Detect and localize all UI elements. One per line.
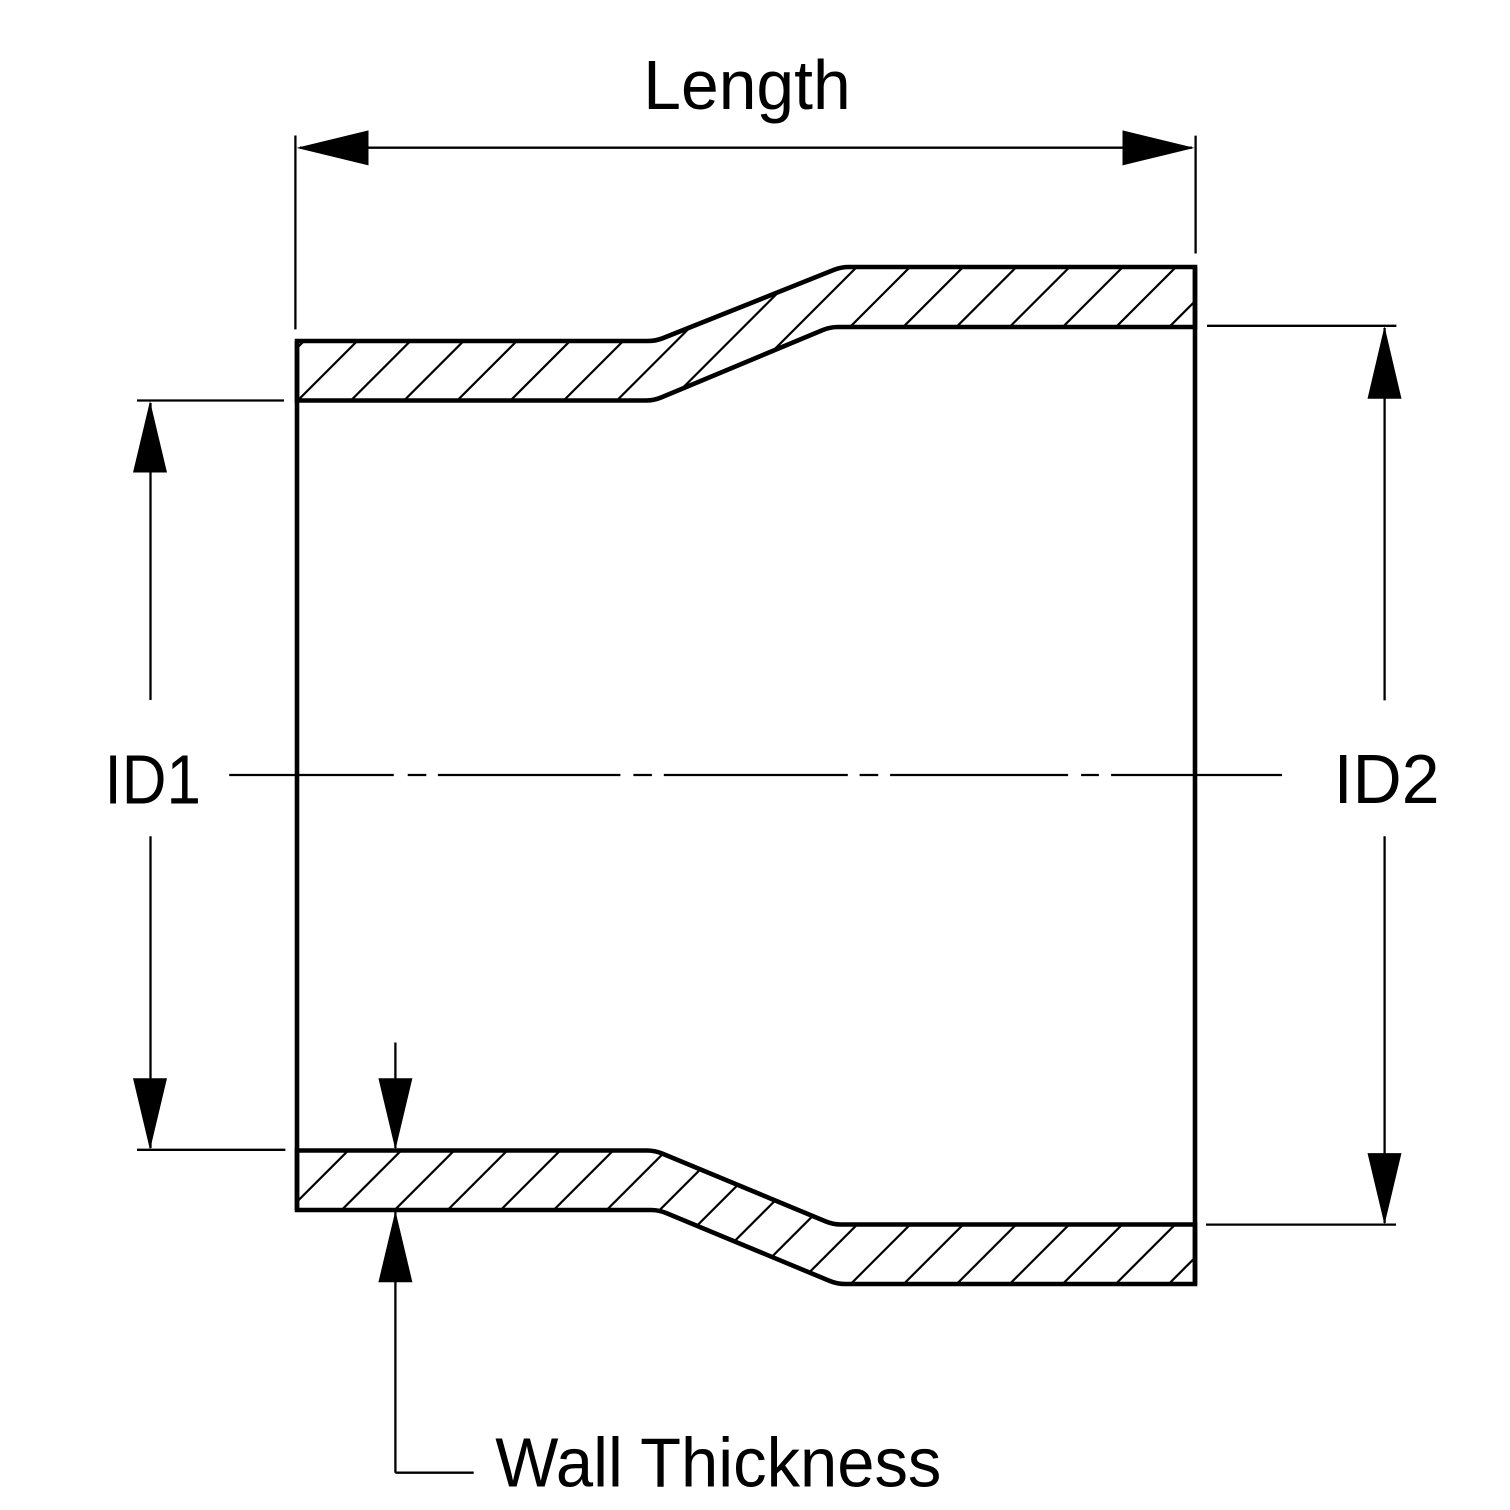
svg-text:Wall Thickness: Wall Thickness xyxy=(495,1424,941,1502)
svg-text:Length: Length xyxy=(643,46,850,124)
svg-text:ID2: ID2 xyxy=(1334,740,1440,818)
svg-text:ID1: ID1 xyxy=(105,741,201,819)
